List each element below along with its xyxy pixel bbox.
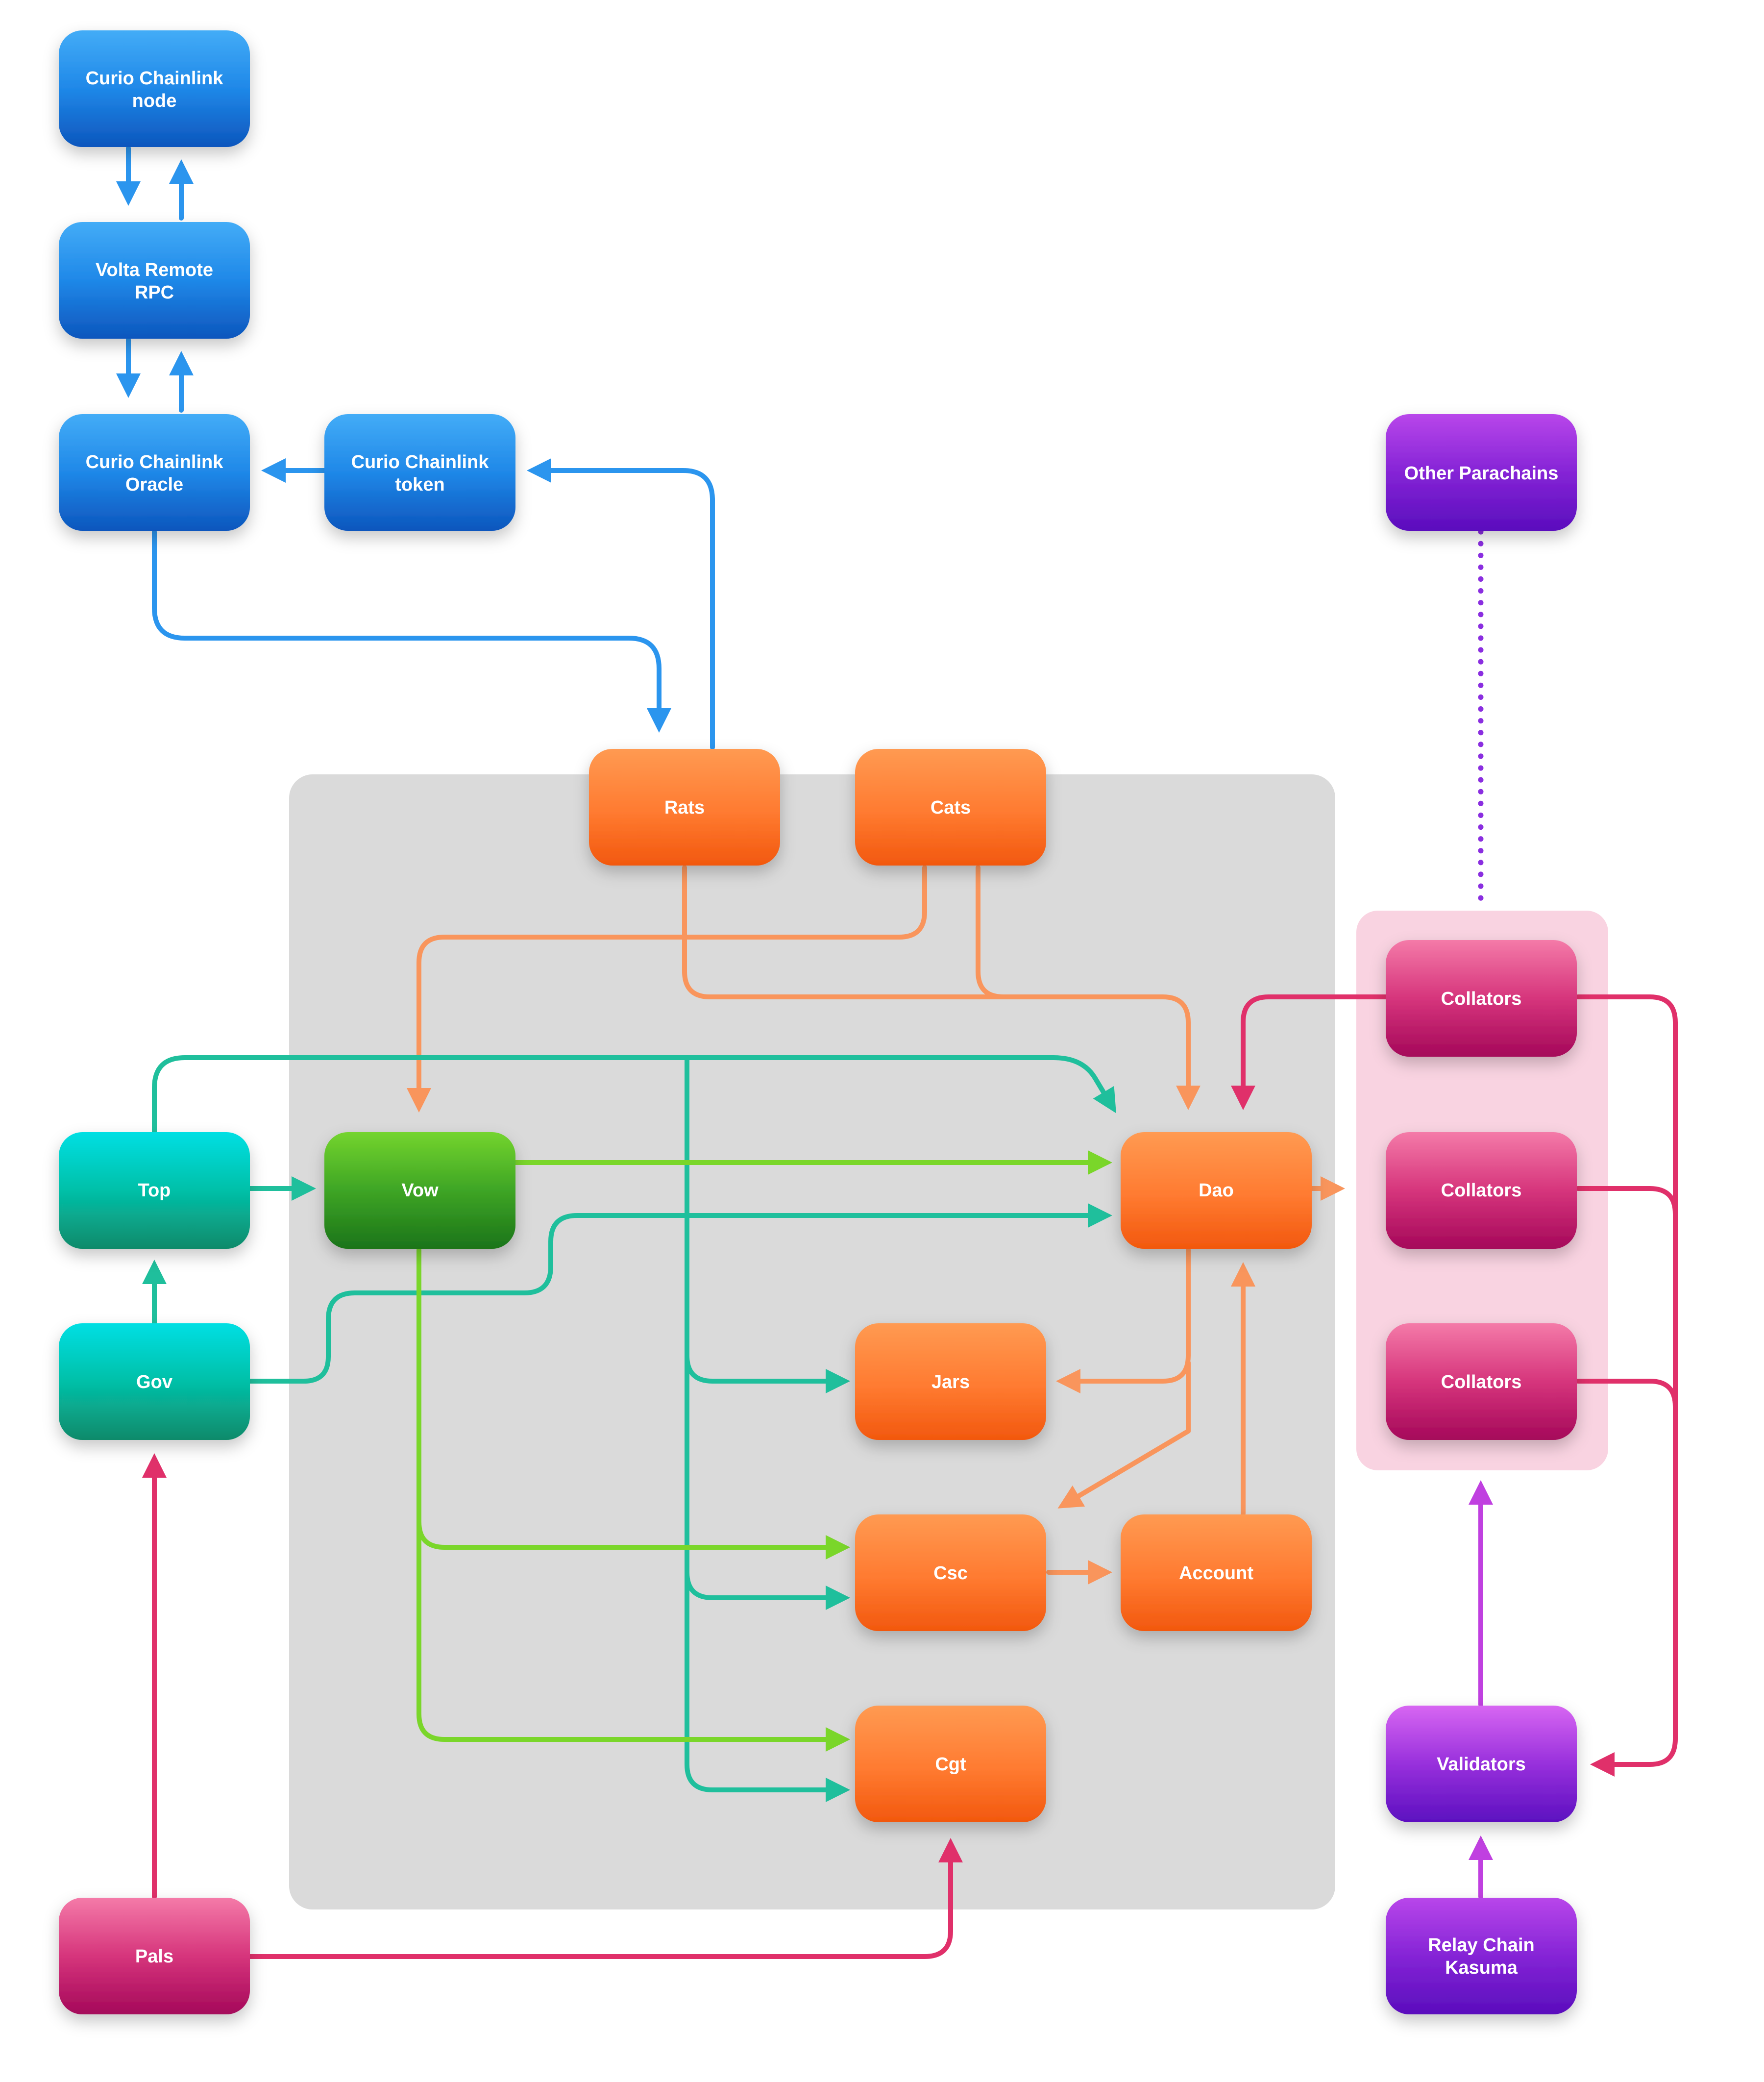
relay-chain-kasuma-box[interactable]: Relay Chain Kasuma — [1386, 1898, 1577, 2014]
collators-box-2[interactable]: Collators — [1386, 1132, 1577, 1249]
cats-label: Cats — [931, 797, 971, 818]
other-parachains-box[interactable]: Other Parachains — [1386, 414, 1577, 531]
collators-label-2: Collators — [1441, 1180, 1522, 1201]
curio-chainlink-node-label-2: node — [132, 91, 177, 111]
relay-chain-label-2: Kasuma — [1445, 1958, 1518, 1978]
vow-label: Vow — [401, 1180, 439, 1201]
edge-top-to-dao — [152, 1055, 1116, 1135]
validators-box[interactable]: Validators — [1386, 1706, 1577, 1822]
cats-box[interactable]: Cats — [855, 749, 1046, 866]
edge-top-to-csc — [685, 1570, 850, 1610]
dao-label: Dao — [1199, 1180, 1234, 1201]
curio-chainlink-token-label-2: token — [395, 474, 444, 495]
edge-vow-to-cgt — [416, 1517, 850, 1752]
curio-chainlink-oracle-label-2: Oracle — [125, 474, 183, 495]
edge-gov-to-dao — [247, 1203, 1112, 1384]
collators-label-3: Collators — [1441, 1372, 1522, 1392]
pals-label: Pals — [135, 1946, 173, 1967]
other-parachains-label: Other Parachains — [1404, 463, 1559, 484]
jars-box[interactable]: Jars — [855, 1323, 1046, 1440]
curio-chainlink-oracle-box[interactable]: Curio Chainlink Oracle — [59, 414, 250, 531]
edge-cats-to-vow — [407, 865, 927, 1113]
edge-rats-to-token — [527, 458, 715, 750]
cgt-box[interactable]: Cgt — [855, 1706, 1046, 1822]
edge-dao-to-csc — [1057, 1360, 1191, 1509]
rats-box[interactable]: Rats — [589, 749, 780, 866]
edge-rats-to-dao — [682, 865, 1200, 1110]
edge-top-trunk — [685, 1055, 850, 1802]
rats-label: Rats — [664, 797, 705, 818]
collators-label-1: Collators — [1441, 989, 1522, 1009]
edge-cats-to-dao — [976, 865, 1006, 999]
dao-box[interactable]: Dao — [1121, 1132, 1312, 1249]
edge-collators1-to-dao — [1231, 994, 1393, 1110]
account-box[interactable]: Account — [1121, 1514, 1312, 1631]
jars-label: Jars — [931, 1372, 970, 1392]
gov-box[interactable]: Gov — [59, 1323, 250, 1440]
edge-collators3-to-validators — [1575, 1379, 1678, 1409]
csc-box[interactable]: Csc — [855, 1514, 1046, 1631]
curio-chainlink-oracle-label-1: Curio Chainlink — [86, 452, 224, 472]
csc-label: Csc — [933, 1563, 968, 1584]
edge-dao-to-jars — [1056, 1247, 1191, 1393]
gov-label: Gov — [136, 1372, 172, 1392]
collators-box-1[interactable]: Collators — [1386, 940, 1577, 1057]
curio-chainlink-node-box[interactable]: Curio Chainlink node — [59, 30, 250, 147]
volta-remote-rpc-box[interactable]: Volta Remote RPC — [59, 222, 250, 339]
edge-collators1-to-validators — [1575, 994, 1678, 1777]
volta-remote-rpc-label-1: Volta Remote — [96, 260, 213, 280]
edge-top-to-jars — [685, 1353, 850, 1393]
vow-box[interactable]: Vow — [324, 1132, 515, 1249]
collators-box-3[interactable]: Collators — [1386, 1323, 1577, 1440]
edge-collators2-to-validators — [1575, 1186, 1678, 1216]
top-label: Top — [138, 1180, 171, 1201]
pals-box[interactable]: Pals — [59, 1898, 250, 2014]
validators-label: Validators — [1437, 1754, 1526, 1775]
volta-remote-rpc-label-2: RPC — [135, 282, 174, 303]
curio-chainlink-token-box[interactable]: Curio Chainlink token — [324, 414, 515, 531]
curio-chainlink-token-label-1: Curio Chainlink — [351, 452, 490, 472]
edge-pals-to-cgt — [247, 1838, 963, 1959]
edge-oracle-to-rats — [152, 529, 671, 733]
cgt-label: Cgt — [935, 1754, 966, 1775]
curio-chainlink-node-label-1: Curio Chainlink — [86, 68, 224, 89]
relay-chain-label-1: Relay Chain — [1428, 1935, 1535, 1956]
top-box[interactable]: Top — [59, 1132, 250, 1249]
account-label: Account — [1179, 1563, 1253, 1584]
